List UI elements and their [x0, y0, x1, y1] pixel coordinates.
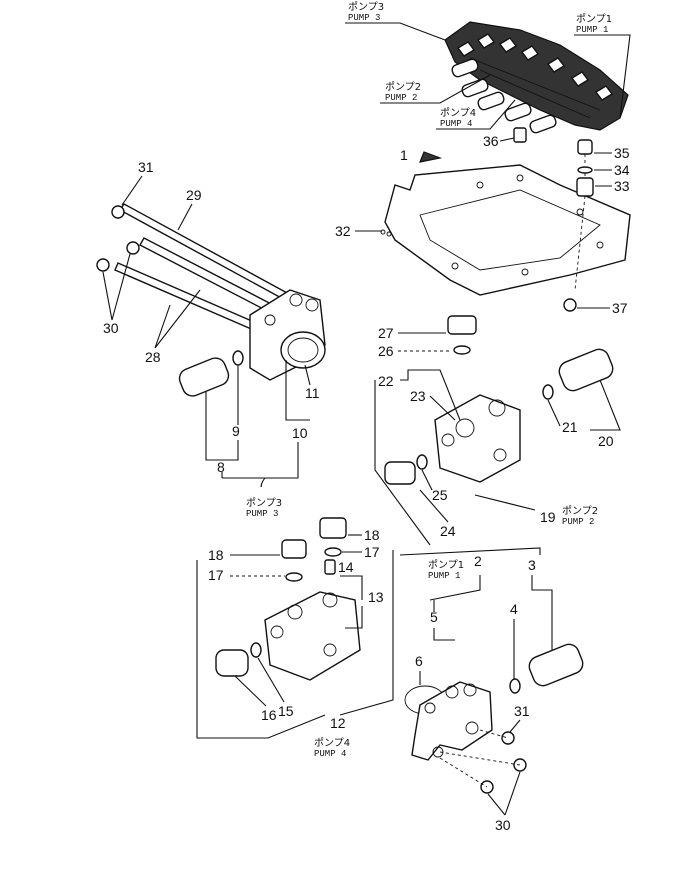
label-30-left: 30 — [103, 320, 119, 336]
label-1: 1 — [400, 147, 408, 163]
label-37: 37 — [612, 300, 628, 316]
label-36: 36 — [483, 133, 499, 149]
label-3: 3 — [528, 557, 536, 573]
label-9: 9 — [232, 423, 240, 439]
pump3-top-jp: ポンプ3 — [348, 1, 384, 13]
label-6: 6 — [415, 653, 423, 669]
label-15: 15 — [278, 703, 294, 719]
o-ring-25 — [416, 454, 428, 470]
label-33: 33 — [614, 178, 630, 194]
o-ring-15 — [250, 642, 262, 658]
valve-body-2 — [411, 681, 493, 761]
label-11: 11 — [305, 385, 320, 401]
plug-36 — [513, 127, 527, 143]
label-32: 32 — [335, 223, 351, 239]
plug-27 — [447, 315, 477, 335]
label-34: 34 — [614, 162, 630, 178]
pump4-top-en: PUMP 4 — [440, 119, 472, 129]
label-13: 13 — [368, 589, 384, 605]
label-27: 27 — [378, 325, 394, 341]
o-ring-17-right — [324, 547, 342, 557]
plug-18-right — [319, 517, 347, 539]
nut-30-a — [126, 241, 140, 255]
pump2-top-en: PUMP 2 — [385, 93, 417, 103]
plug-16 — [215, 649, 249, 677]
pump4-bot-en: PUMP 4 — [314, 749, 346, 759]
label-30-bottom: 30 — [495, 817, 511, 833]
pump1-top-en: PUMP 1 — [576, 25, 608, 35]
label-24: 24 — [440, 523, 456, 539]
spacer-33 — [576, 177, 594, 197]
label-31-bottom: 31 — [514, 703, 530, 719]
label-14: 14 — [338, 559, 354, 575]
o-ring-21 — [542, 384, 554, 400]
pump3-mid-en: PUMP 3 — [246, 509, 278, 519]
label-17-left: 17 — [208, 567, 224, 583]
label-19: 19 — [540, 509, 556, 525]
pump1-top-jp: ポンプ1 — [576, 13, 612, 25]
label-22: 22 — [378, 373, 394, 389]
o-ring-26 — [453, 345, 471, 355]
label-2: 2 — [474, 553, 482, 569]
label-16: 16 — [261, 707, 277, 723]
o-ring-9 — [232, 350, 244, 366]
label-4: 4 — [510, 601, 518, 617]
label-26: 26 — [378, 343, 394, 359]
o-ring-17-left — [285, 572, 303, 582]
label-35: 35 — [614, 145, 630, 161]
nut-30-b — [96, 258, 110, 272]
pump2-mid-en: PUMP 2 — [562, 517, 594, 527]
label-31-left: 31 — [138, 159, 154, 175]
valve-body-19 — [434, 394, 521, 483]
label-23: 23 — [410, 388, 426, 404]
nut-31-bottom — [501, 731, 515, 745]
plug-24 — [384, 461, 416, 485]
label-7: 7 — [258, 474, 266, 490]
valve-body-12 — [264, 559, 361, 681]
label-12: 12 — [330, 715, 346, 731]
nut-30-c — [513, 758, 527, 772]
valve-body-7 — [249, 289, 326, 381]
label-28: 28 — [145, 349, 161, 365]
bolt-35 — [577, 139, 593, 155]
pump3-mid-jp: ポンプ3 — [246, 497, 282, 509]
nut-37 — [563, 298, 577, 312]
pump1-mid-en: PUMP 1 — [428, 571, 460, 581]
pump2-top-jp: ポンプ2 — [385, 81, 421, 93]
label-20: 20 — [598, 433, 614, 449]
label-21: 21 — [562, 419, 578, 435]
label-29: 29 — [186, 187, 202, 203]
label-10: 10 — [292, 425, 308, 441]
pump4-top-jp: ポンプ4 — [440, 107, 476, 119]
nut-31-left — [111, 205, 125, 219]
label-5: 5 — [430, 609, 438, 625]
label-25: 25 — [432, 487, 448, 503]
pump2-mid-jp: ポンプ2 — [562, 505, 598, 517]
washer-34 — [577, 166, 593, 174]
label-18-left: 18 — [208, 547, 224, 563]
label-8: 8 — [217, 459, 225, 475]
pump3-top-en: PUMP 3 — [348, 13, 380, 23]
o-ring-4 — [509, 678, 521, 694]
pump4-bot-jp: ポンプ4 — [314, 737, 350, 749]
relief-valve-8 — [178, 357, 230, 397]
plug-18-left — [281, 539, 307, 559]
arrow-icon — [419, 151, 443, 163]
pump1-mid-jp: ポンプ1 — [428, 559, 464, 571]
relief-valve-3 — [528, 643, 584, 687]
label-17-right: 17 — [364, 544, 380, 560]
bracket-plate-32 — [380, 164, 631, 296]
relief-valve-20 — [558, 348, 614, 392]
valve-stack-assembly — [444, 21, 629, 134]
label-18-right: 18 — [364, 527, 380, 543]
